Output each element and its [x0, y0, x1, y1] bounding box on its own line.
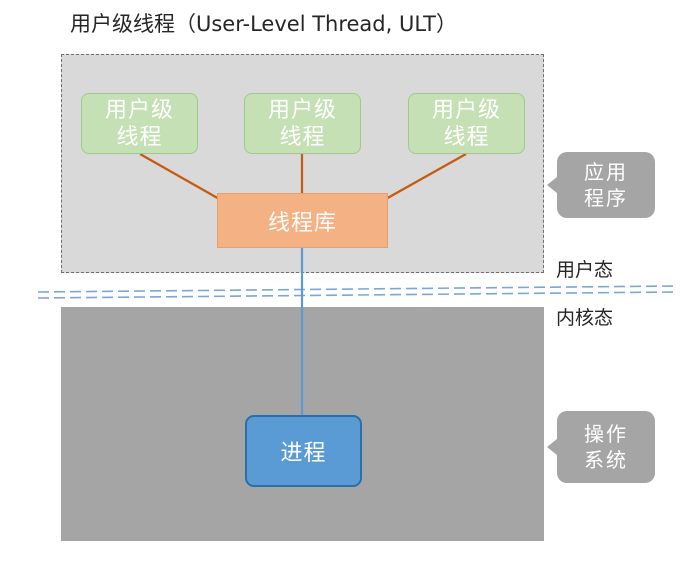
- thread-label-line1: 用户级: [267, 97, 337, 123]
- user-thread-box-2: 用户级线程: [244, 93, 361, 154]
- callout-line1: 操作: [584, 422, 628, 446]
- user-thread-box-3: 用户级线程: [408, 93, 525, 154]
- application-callout: 应用程序: [547, 152, 655, 218]
- diagram-title: 用户级线程（User-Level Thread, ULT）: [70, 12, 457, 36]
- callout-line2: 系统: [584, 448, 628, 472]
- thread-library-box: 线程库: [217, 193, 388, 248]
- thread-label-line2: 线程: [279, 124, 326, 150]
- thread-label-line1: 用户级: [431, 97, 501, 123]
- os-callout: 操作系统: [547, 411, 655, 483]
- thread-label-line1: 用户级: [104, 97, 174, 123]
- mode-divider-line: [37, 291, 677, 299]
- callout-line2: 程序: [584, 186, 628, 210]
- thread-label-line2: 线程: [116, 124, 163, 150]
- thread-label-line2: 线程: [443, 124, 490, 150]
- user-mode-label: 用户态: [556, 259, 614, 281]
- kernel-mode-label: 内核态: [556, 307, 614, 329]
- mode-divider-line: [37, 285, 677, 293]
- user-thread-box-1: 用户级线程: [81, 93, 198, 154]
- thread-library-label: 线程库: [267, 210, 337, 236]
- callout-line1: 应用: [584, 160, 628, 184]
- process-label: 进程: [280, 441, 327, 466]
- process-box: 进程: [245, 415, 362, 487]
